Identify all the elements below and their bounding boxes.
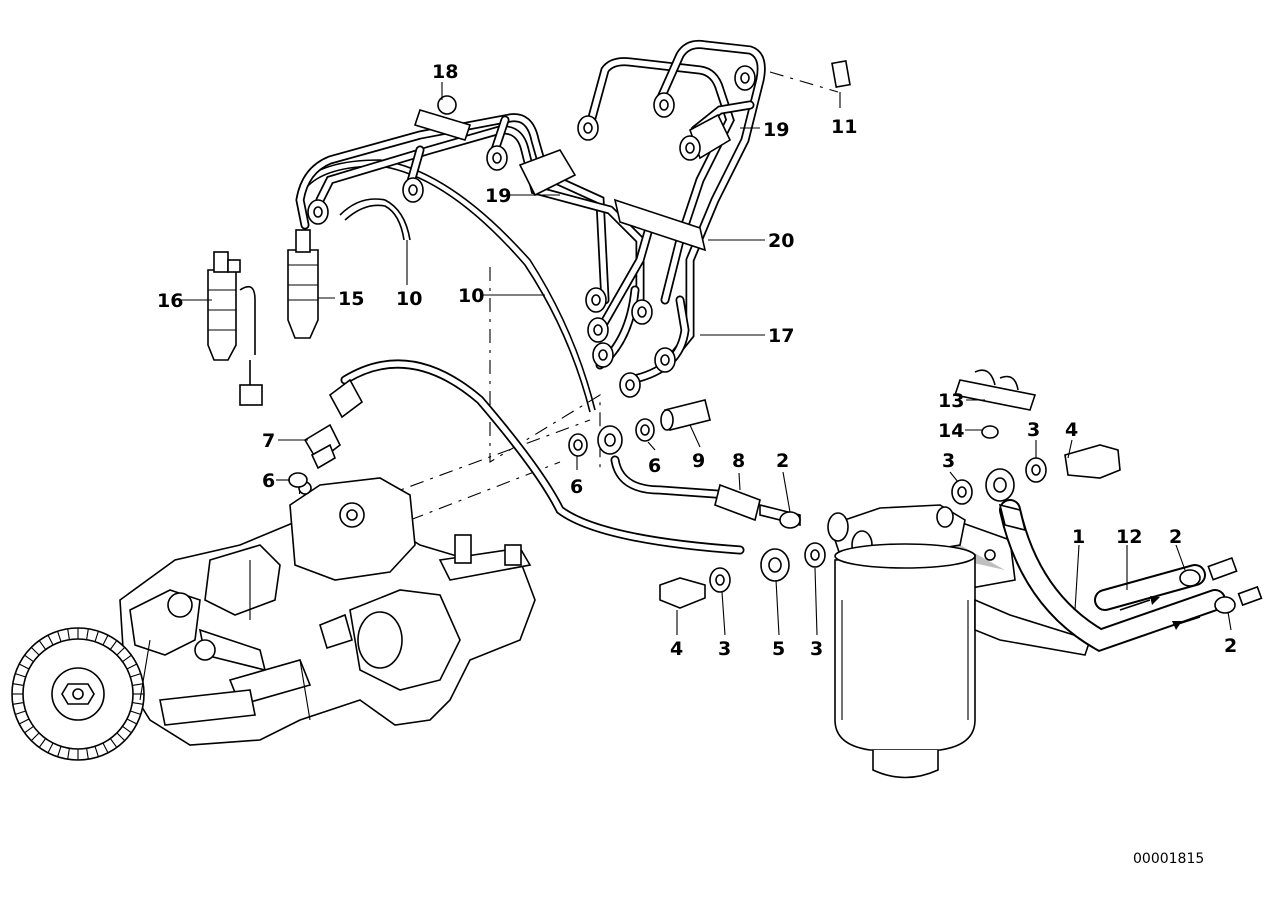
callout-2: 2 [1224,635,1237,657]
callout-3: 3 [942,450,955,472]
leader-lines [180,82,1232,636]
callout-6: 6 [570,476,583,498]
callout-13: 13 [938,390,964,412]
callouts: 18 19 11 19 20 16 15 10 10 17 13 14 3 4 … [157,61,1237,660]
callout-4: 4 [1065,419,1078,441]
fuel-lines [299,159,745,555]
callout-10: 10 [396,288,422,310]
callout-3: 3 [810,638,823,660]
callout-6: 6 [262,470,275,492]
callout-2: 2 [776,450,789,472]
callout-14: 14 [938,420,964,442]
injection-pipes [295,40,766,385]
callout-6: 6 [648,455,661,477]
callout-8: 8 [732,450,745,472]
document-number: 00001815 [1133,851,1204,867]
callout-18: 18 [432,61,458,83]
fuel-filter [827,504,1092,779]
callout-9: 9 [692,450,705,472]
callout-3: 3 [1027,419,1040,441]
callout-3: 3 [718,638,731,660]
callout-20: 20 [768,230,794,252]
callout-4: 4 [670,638,683,660]
callout-17: 17 [768,325,794,347]
small-parts [207,60,1263,614]
callout-19: 19 [485,185,511,207]
callout-7: 7 [262,430,275,452]
callout-16: 16 [157,290,183,312]
callout-10: 10 [458,285,484,307]
callout-5: 5 [772,638,785,660]
injection-pump [11,477,536,761]
callout-11: 11 [831,116,857,138]
callout-15: 15 [338,288,364,310]
callout-19: 19 [763,119,789,141]
callout-12: 12 [1116,526,1142,548]
callout-2: 2 [1169,526,1182,548]
callout-1: 1 [1072,526,1085,548]
